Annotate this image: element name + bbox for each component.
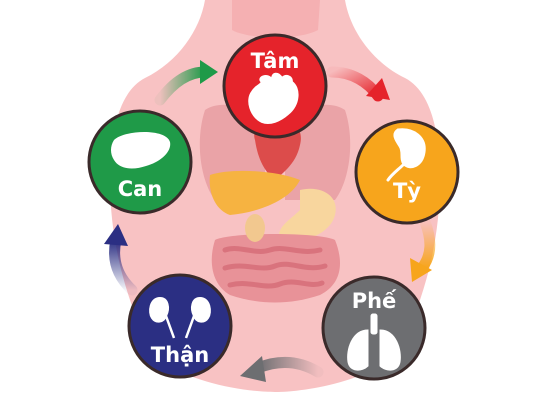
lungs-icon [347,313,401,371]
kidneys-icon [149,296,211,339]
internal-organs [199,104,351,303]
liver-icon [111,132,171,169]
node-label-tam: Tâm [251,49,300,73]
inner-heart-shape [254,124,301,180]
inner-kidney-shape [245,214,265,242]
inner-stomach-shape [279,188,336,242]
arrow-can-to-tam [154,60,218,106]
arrow-ty-to-phe [410,216,436,282]
arrow-than-to-can [104,224,138,296]
spleen-icon [386,128,426,182]
inner-liver-shape [209,170,300,215]
node-phe: Phế [321,275,427,381]
arrow-tam-to-ty [326,66,390,102]
node-label-phe: Phế [352,289,397,313]
node-tam: Tâm [222,33,328,139]
arrow-phe-to-than [240,356,324,382]
node-label-ty: Tỳ [393,179,421,203]
node-label-than: Thận [151,343,209,367]
node-than: Thận [127,273,233,379]
node-ty: Tỳ [354,119,460,225]
intestine-coils [222,246,328,289]
node-can: Can [87,109,193,215]
node-label-can: Can [118,177,163,201]
heart-icon [248,72,299,124]
